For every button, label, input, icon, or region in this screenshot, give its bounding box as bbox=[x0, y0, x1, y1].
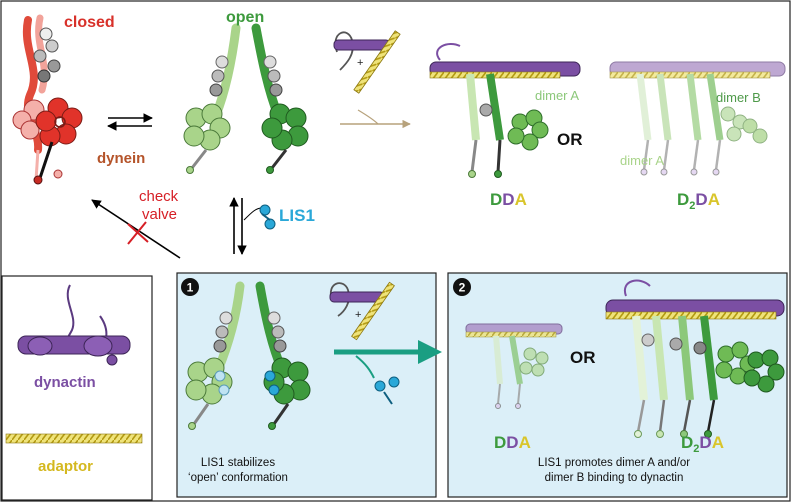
teal-reaction-arrow bbox=[334, 340, 442, 405]
complex-label-dda-top: DDA bbox=[490, 190, 527, 209]
d2da-top-a: A bbox=[708, 190, 720, 209]
d2da-complex-illustration-bottom bbox=[605, 279, 785, 438]
complex-label-d2da-bottom: D2DA bbox=[681, 433, 724, 455]
d2da-bottom-a: A bbox=[712, 433, 724, 452]
dda-bottom-a: A bbox=[519, 433, 531, 452]
caption-step2-line1: LIS1 promotes dimer A and/or bbox=[538, 457, 690, 469]
dda-bottom-d1: D bbox=[494, 433, 506, 452]
dda-top-d1: D bbox=[490, 190, 502, 209]
closed-dynein-illustration bbox=[12, 14, 83, 185]
label-dynein: dynein bbox=[97, 150, 145, 167]
label-closed: closed bbox=[64, 14, 115, 31]
d2da-bottom-sub: 2 bbox=[693, 443, 699, 455]
legend-dynactin-illustration bbox=[17, 284, 131, 366]
label-dimer-a-top2: dimer A bbox=[620, 153, 664, 168]
d2da-top-d2: D bbox=[695, 190, 707, 209]
open-dynein-illustration bbox=[183, 23, 309, 174]
d2da-complex-illustration-top bbox=[609, 61, 786, 176]
legend-label-dynactin: dynactin bbox=[34, 374, 96, 391]
check-valve-arrow bbox=[91, 199, 181, 259]
complex-label-dda-bottom: DDA bbox=[494, 433, 531, 452]
label-lis1: LIS1 bbox=[279, 206, 315, 225]
dda-complex-illustration-bottom bbox=[465, 323, 563, 409]
lis1-equilibrium-arrows bbox=[229, 197, 276, 255]
label-check: check bbox=[139, 188, 179, 205]
plus-sign-bottom: + bbox=[355, 309, 361, 321]
d2da-top-d: D bbox=[677, 190, 689, 209]
caption-step1-line1: LIS1 stabilizes bbox=[201, 457, 275, 469]
caption-step2-line2: dimer B binding to dynactin bbox=[545, 472, 684, 484]
label-or-bottom: OR bbox=[570, 348, 596, 367]
label-dimer-b-top2: dimer B bbox=[716, 90, 761, 105]
d2da-bottom-d2: D bbox=[699, 433, 711, 452]
d2da-top-sub: 2 bbox=[689, 200, 695, 212]
label-or-top: OR bbox=[557, 130, 583, 149]
d2da-bottom-d: D bbox=[681, 433, 693, 452]
legend-label-adaptor: adaptor bbox=[38, 458, 93, 475]
step2-number: 2 bbox=[459, 281, 466, 295]
legend-adaptor-illustration bbox=[5, 433, 143, 444]
dda-complex-illustration-top bbox=[429, 42, 581, 178]
dynactin-adaptor-mini-top bbox=[333, 30, 401, 94]
legend-panel bbox=[1, 275, 153, 501]
step1-badge bbox=[181, 278, 199, 296]
step1-number: 1 bbox=[187, 281, 194, 295]
plus-sign-top: + bbox=[357, 57, 363, 69]
caption-step1-line2: ‘open’ conformation bbox=[188, 472, 288, 484]
equilibrium-arrows-closed-open bbox=[107, 113, 153, 131]
complex-label-d2da-top: D2DA bbox=[677, 190, 720, 212]
label-dimer-a-top1: dimer A bbox=[535, 88, 579, 103]
tan-reaction-arrow-top bbox=[340, 109, 411, 129]
dda-bottom-d2: D bbox=[506, 433, 518, 452]
dda-top-a: A bbox=[515, 190, 527, 209]
dynactin-adaptor-mini-bottom bbox=[329, 281, 395, 341]
label-valve: valve bbox=[142, 206, 177, 223]
dda-top-d2: D bbox=[502, 190, 514, 209]
label-open: open bbox=[226, 9, 264, 26]
open-dynein-with-lis1-illustration bbox=[185, 281, 311, 430]
step2-badge bbox=[453, 278, 471, 296]
